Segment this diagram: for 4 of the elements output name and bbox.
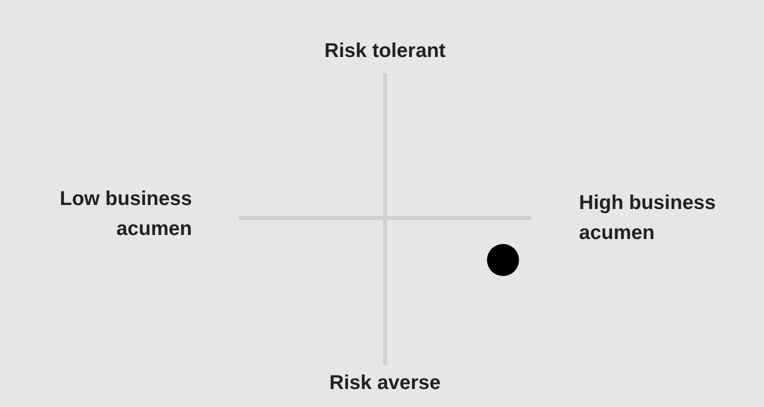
axis-label: Low business acumen (60, 188, 192, 240)
axis-label: Risk tolerant (324, 40, 446, 62)
axis-label: Risk averse (329, 372, 441, 394)
axis-label: High business acumen (579, 192, 716, 244)
